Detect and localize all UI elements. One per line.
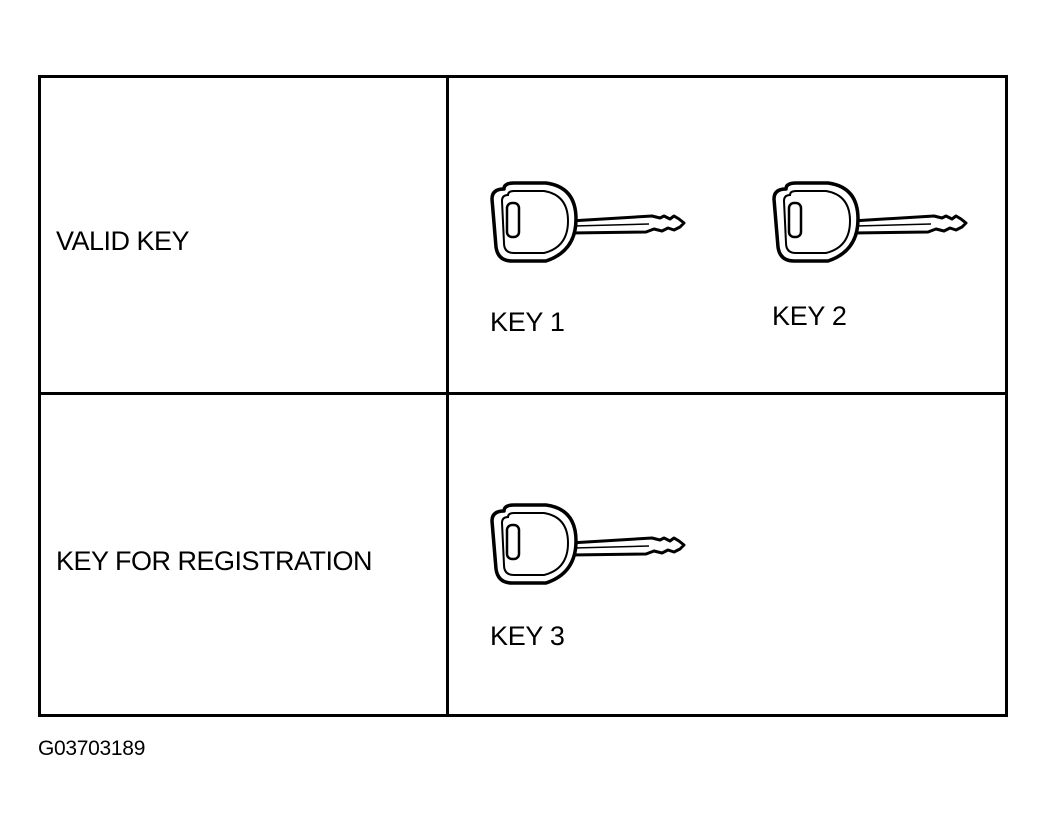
key-3-label: KEY 3 — [490, 621, 565, 651]
row-label-valid-key: VALID KEY — [56, 226, 190, 256]
key-table — [38, 75, 1008, 717]
key-icon — [490, 181, 686, 263]
key-2-label: KEY 2 — [772, 301, 847, 331]
key-icon — [772, 181, 968, 263]
key-1-label: KEY 1 — [490, 307, 565, 337]
row-label-key-for-registration: KEY FOR REGISTRATION — [56, 546, 373, 576]
row-divider — [38, 392, 1005, 395]
key-icon — [490, 503, 686, 585]
figure-id: G03703189 — [38, 737, 146, 760]
